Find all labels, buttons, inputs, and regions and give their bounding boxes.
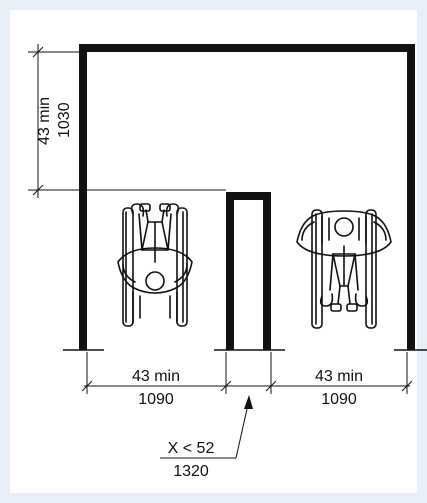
diagram-canvas: 43 min 1030 43 min 1090 43 min 1090 X < … <box>10 10 427 493</box>
vertical-dim-imperial: 43 min <box>36 97 53 145</box>
top-wall <box>79 44 415 52</box>
wheelchair-user-facing-down-icon <box>117 203 193 327</box>
callout-imperial: X < 52 <box>168 440 215 457</box>
right-wall <box>407 44 415 350</box>
horizontal-dimensions <box>81 352 413 394</box>
left-width-imperial: 43 min <box>132 368 180 385</box>
right-width-imperial: 43 min <box>315 368 363 385</box>
wheelchair-user-facing-up-icon <box>296 209 392 329</box>
vertical-dimension <box>28 44 226 198</box>
left-wall <box>79 44 87 350</box>
right-width-metric: 1090 <box>321 391 357 408</box>
callout-metric: 1320 <box>173 463 209 480</box>
center-partition <box>226 192 271 350</box>
vertical-dim-metric: 1030 <box>56 102 73 138</box>
enclosure-walls <box>79 44 415 350</box>
callout-leader <box>160 395 253 459</box>
left-width-metric: 1090 <box>138 391 174 408</box>
